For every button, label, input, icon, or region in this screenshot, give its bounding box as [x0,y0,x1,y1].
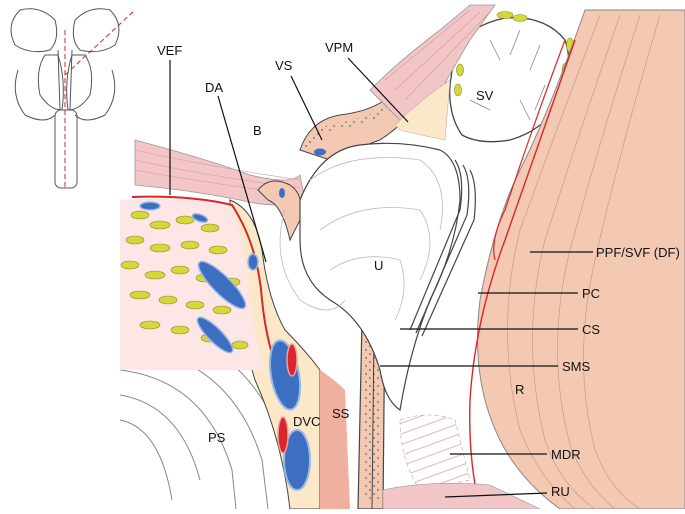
label-b: B [253,123,262,138]
label-r: R [515,382,524,397]
da-vein [279,188,285,198]
label-pc: PC [582,286,600,301]
label-mdr: MDR [551,447,581,462]
label-ss: SS [332,406,350,421]
prostate-body [300,143,460,410]
bladder-neck-wall [258,181,301,240]
label-vs: VS [275,58,293,73]
label-da: DA [205,80,223,95]
label-dvc: DVC [293,414,320,429]
label-cs: CS [582,322,600,337]
label-ru: RU [551,484,570,499]
label-sv: SV [476,88,494,103]
label-sms: SMS [562,359,591,374]
vs-vein [314,149,326,156]
striated-sphincter [320,370,350,509]
label-vef: VEF [157,43,182,58]
label-vpm: VPM [325,40,353,55]
mdr-region [400,415,470,490]
label-ppf: PPF/SVF (DF) [596,245,680,260]
label-u: U [374,258,383,273]
inset-thumbnail [11,9,135,188]
label-ps: PS [208,430,226,445]
